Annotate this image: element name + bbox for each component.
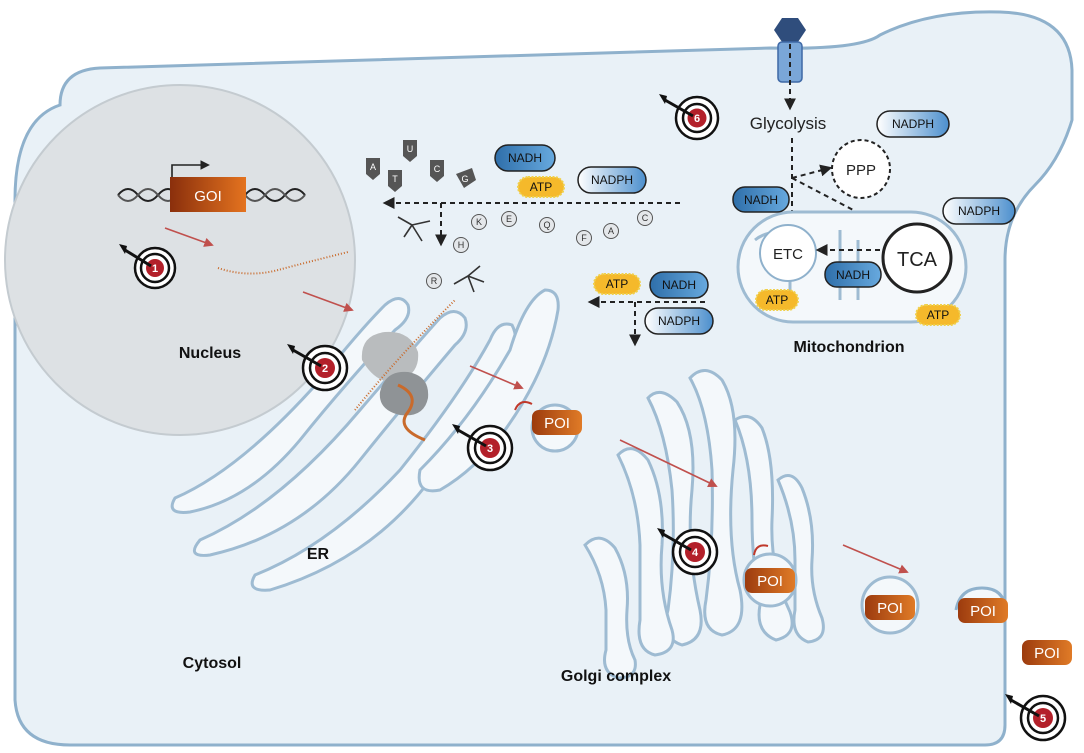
svg-text:F: F bbox=[581, 233, 587, 243]
svg-text:4: 4 bbox=[692, 547, 699, 559]
ribosome bbox=[361, 331, 429, 416]
er-transport-arrow bbox=[469, 365, 524, 390]
svg-text:2: 2 bbox=[322, 363, 328, 375]
atp-badge: ATP bbox=[517, 176, 565, 198]
nascent-peptide bbox=[753, 544, 769, 556]
etc-node: ETC bbox=[759, 224, 817, 282]
tca-cycle: TCA bbox=[881, 222, 953, 294]
nadph-pill: NADPH bbox=[644, 307, 714, 335]
ppp-node: PPP bbox=[831, 139, 891, 199]
svg-text:C: C bbox=[642, 213, 649, 223]
svg-text:C: C bbox=[434, 164, 441, 174]
dna-helix bbox=[117, 188, 306, 202]
nadph-pill: NADPH bbox=[942, 197, 1016, 225]
poi-badge-secreted: POI bbox=[1022, 640, 1072, 665]
target-icon-6: 6 bbox=[659, 94, 720, 141]
svg-text:ATP: ATP bbox=[606, 277, 628, 291]
target-icon-5: 5 bbox=[1005, 694, 1067, 742]
svg-text:ETC: ETC bbox=[773, 246, 803, 263]
nadh-pill: NADH bbox=[649, 271, 709, 299]
nucleus bbox=[4, 84, 356, 436]
target-icon-4: 4 bbox=[657, 528, 719, 576]
svg-text:NADPH: NADPH bbox=[892, 117, 934, 131]
mrna-ribosome bbox=[354, 299, 456, 411]
svg-text:U: U bbox=[407, 144, 414, 154]
export-arrow bbox=[302, 291, 354, 312]
svg-text:1: 1 bbox=[152, 263, 158, 275]
gene-of-interest bbox=[170, 177, 246, 212]
nadph-pill: NADPH bbox=[577, 166, 647, 194]
poi-badge: POI bbox=[532, 410, 582, 435]
svg-text:POI: POI bbox=[1034, 645, 1060, 662]
target-icon-3: 3 bbox=[452, 424, 514, 472]
golgi-label: Golgi complex bbox=[561, 668, 671, 685]
nucleotide-icons: A T U C G bbox=[366, 140, 476, 192]
svg-text:TCA: TCA bbox=[897, 249, 938, 271]
nadph-pill: NADPH bbox=[876, 110, 950, 138]
svg-text:A: A bbox=[370, 162, 376, 172]
gene-label: GOI bbox=[194, 188, 222, 205]
svg-text:K: K bbox=[476, 217, 482, 227]
svg-text:ATP: ATP bbox=[530, 180, 552, 194]
svg-text:NADPH: NADPH bbox=[591, 173, 633, 187]
nadh-pill: NADH bbox=[824, 261, 882, 288]
transcription-arrow bbox=[164, 227, 214, 247]
nadh-pill: NADH bbox=[494, 144, 556, 172]
svg-text:POI: POI bbox=[877, 600, 903, 617]
svg-text:Q: Q bbox=[543, 220, 550, 230]
svg-text:PPP: PPP bbox=[846, 162, 876, 179]
svg-text:E: E bbox=[506, 214, 512, 224]
cytosol-label: Cytosol bbox=[183, 655, 242, 672]
secretion-arrow bbox=[842, 544, 909, 574]
golgi-transport-arrow bbox=[619, 439, 718, 488]
nascent-peptide bbox=[397, 383, 426, 442]
poi-badge: POI bbox=[865, 595, 915, 620]
atp-badge: ATP bbox=[915, 304, 961, 326]
svg-text:R: R bbox=[431, 276, 438, 286]
svg-text:6: 6 bbox=[694, 113, 700, 125]
amino-acid-icons: K E Q F A C H R bbox=[426, 210, 653, 289]
mitochondrion-label: Mitochondrion bbox=[793, 339, 904, 356]
glycolysis-label: Glycolysis bbox=[750, 114, 827, 133]
golgi-complex bbox=[583, 369, 825, 680]
nadh-pill: NADH bbox=[732, 186, 790, 213]
svg-text:POI: POI bbox=[757, 573, 783, 590]
svg-text:ATP: ATP bbox=[927, 308, 949, 322]
svg-text:NADH: NADH bbox=[744, 193, 778, 207]
svg-text:ATP: ATP bbox=[766, 293, 788, 307]
svg-text:A: A bbox=[608, 226, 614, 236]
svg-text:T: T bbox=[392, 174, 398, 184]
svg-text:H: H bbox=[458, 240, 465, 250]
poi-badge: POI bbox=[745, 568, 795, 593]
er-label: ER bbox=[307, 546, 330, 563]
svg-text:3: 3 bbox=[487, 443, 493, 455]
svg-text:NADH: NADH bbox=[508, 151, 542, 165]
svg-text:NADH: NADH bbox=[662, 278, 696, 292]
atp-badge: ATP bbox=[755, 289, 799, 311]
svg-text:NADH: NADH bbox=[836, 268, 870, 282]
nucleus-label: Nucleus bbox=[179, 345, 241, 362]
nascent-peptide bbox=[514, 401, 533, 411]
svg-text:NADPH: NADPH bbox=[658, 314, 700, 328]
svg-text:POI: POI bbox=[544, 415, 570, 432]
trna-icon bbox=[397, 216, 485, 293]
svg-text:NADPH: NADPH bbox=[958, 204, 1000, 218]
target-icon-1: 1 bbox=[119, 244, 177, 290]
svg-text:5: 5 bbox=[1040, 713, 1046, 725]
svg-text:POI: POI bbox=[970, 603, 996, 620]
target-icon-2: 2 bbox=[287, 344, 349, 392]
svg-text:G: G bbox=[461, 174, 468, 184]
ppp-arrow bbox=[791, 164, 833, 179]
promoter-arrow bbox=[171, 160, 210, 177]
mrna-strand bbox=[217, 251, 349, 275]
atp-badge: ATP bbox=[593, 273, 641, 295]
poi-badge: POI bbox=[958, 598, 1008, 623]
